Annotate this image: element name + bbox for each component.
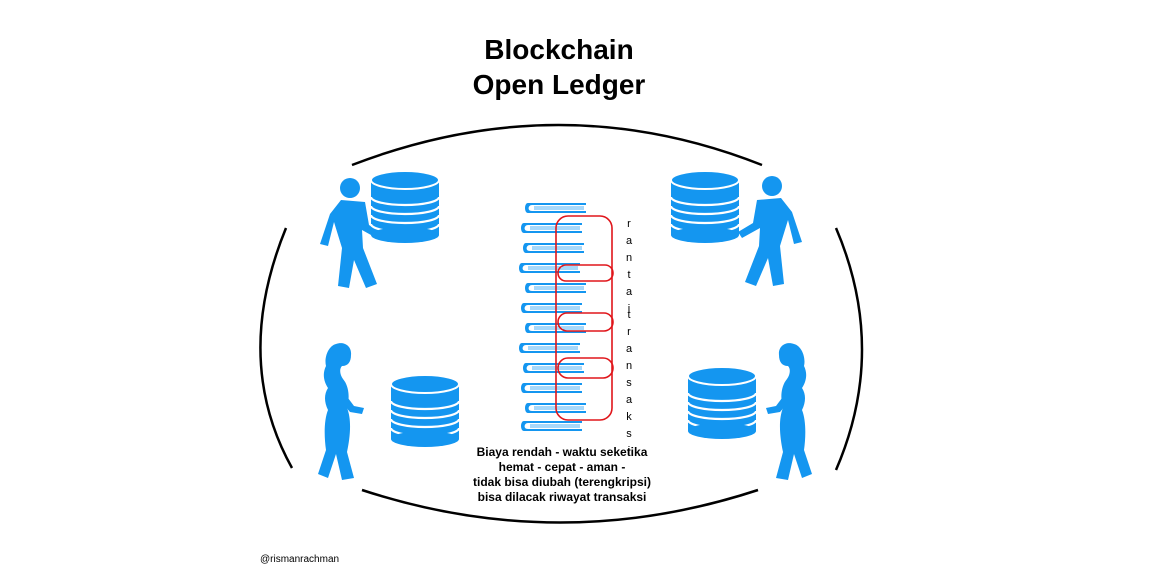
chain-label-word2: transaksi: [623, 309, 635, 462]
ring-left-arc: [259, 227, 294, 469]
diagram-title-line1: Blockchain: [484, 34, 634, 65]
author-credit: @rismanrachman: [260, 554, 340, 565]
walking-woman-icon: [766, 343, 812, 480]
walking-woman-icon: [318, 343, 364, 480]
ring-right-arc: [834, 227, 864, 471]
diagram-title-line2: Open Ledger: [472, 69, 646, 100]
benefits-line-3: tidak bisa diubah (terengkripsi): [472, 475, 652, 489]
coin-stack-icon: [389, 373, 461, 449]
benefits-description: Biaya rendah - waktu seketika hemat - ce…: [462, 445, 662, 505]
ring-top-arc: [351, 123, 763, 167]
coin-stack-icon: [369, 169, 441, 245]
book-stack-icon: [518, 202, 587, 432]
benefits-line-1: Biaya rendah - waktu seketika: [476, 445, 648, 459]
ring-bottom-arc: [361, 488, 759, 524]
network-ring: [259, 123, 864, 524]
coin-stack-icon: [669, 169, 741, 245]
benefits-line-2: hemat - cepat - aman -: [498, 460, 626, 474]
chain-link-icon: [555, 215, 614, 421]
walking-man-icon: [738, 176, 802, 286]
coin-stack-icon: [686, 365, 758, 441]
benefits-line-4: bisa dilacak riwayat transaksi: [477, 490, 647, 504]
chain-label-word1: rantai: [623, 218, 635, 320]
